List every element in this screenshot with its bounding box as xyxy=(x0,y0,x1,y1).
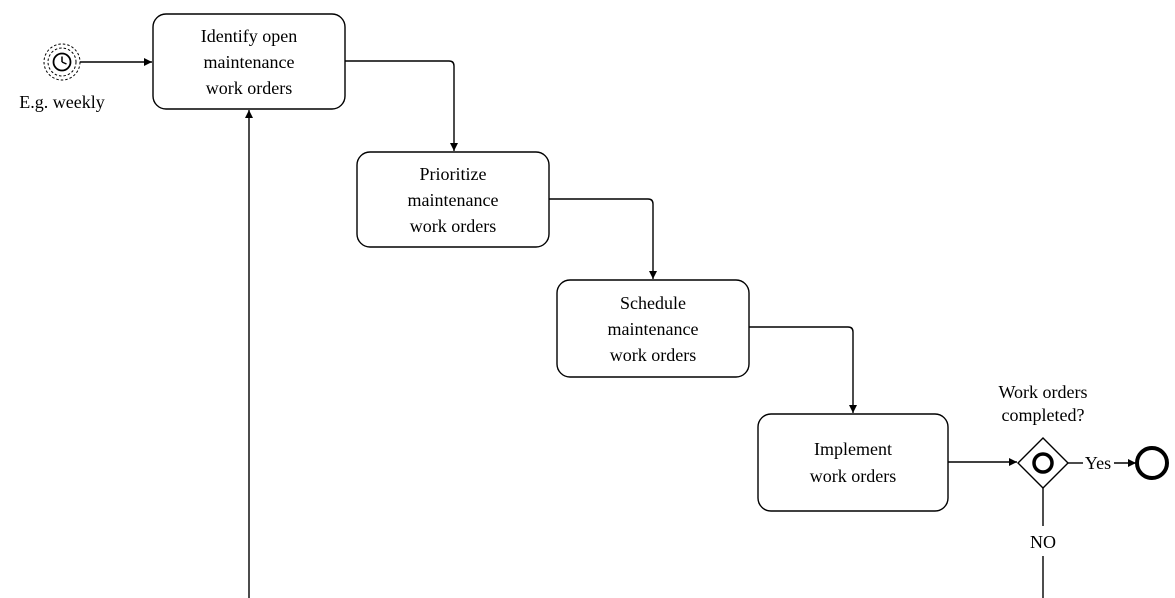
task-identify-line-1: Identify open xyxy=(201,26,297,46)
task-identify-line-2: maintenance xyxy=(204,52,295,72)
yes-label: Yes xyxy=(1085,453,1111,473)
no-label: NO xyxy=(1030,532,1056,552)
task-prioritize-line-3: work orders xyxy=(410,216,496,236)
task-schedule-line-1: Schedule xyxy=(620,293,686,313)
task-implement-line-1: Implement xyxy=(814,439,892,459)
gateway-question-line-1: Work orders xyxy=(998,382,1087,402)
task-schedule-line-2: maintenance xyxy=(608,319,699,339)
task-prioritize[interactable]: Prioritize maintenance work orders xyxy=(356,151,550,248)
inclusive-gateway-icon xyxy=(1032,452,1054,474)
flow-schedule-to-implement xyxy=(749,326,857,413)
task-identify-line-3: work orders xyxy=(206,78,292,98)
task-identify[interactable]: Identify open maintenance work orders xyxy=(152,13,346,110)
flow-identify-to-prioritize xyxy=(345,60,458,151)
end-event-icon xyxy=(1135,446,1169,480)
start-timer-event xyxy=(43,43,81,81)
task-prioritize-line-2: maintenance xyxy=(408,190,499,210)
task-implement-line-2: work orders xyxy=(810,466,896,486)
timer-icon xyxy=(52,52,72,72)
gateway xyxy=(1017,437,1069,489)
start-event-label: E.g. weekly xyxy=(19,92,104,112)
task-schedule[interactable]: Schedule maintenance work orders xyxy=(556,279,750,378)
task-implement[interactable]: Implement work orders xyxy=(757,413,949,512)
flow-prioritize-to-schedule xyxy=(549,198,657,279)
gateway-question-line-2: completed? xyxy=(1002,405,1085,425)
task-schedule-line-3: work orders xyxy=(610,345,696,365)
task-prioritize-line-1: Prioritize xyxy=(420,164,487,184)
